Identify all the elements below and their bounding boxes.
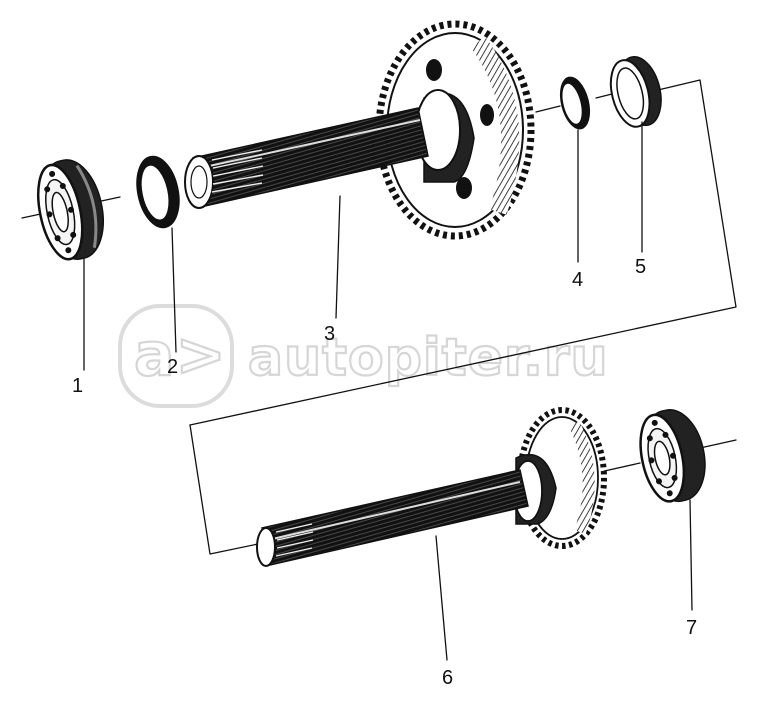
part-2-spacer-ring	[136, 155, 180, 229]
watermark-text: autopiter.ru	[248, 328, 609, 388]
watermark: a> autopiter.ru	[118, 304, 609, 408]
watermark-logo-glyph: a>	[134, 320, 227, 390]
callout-6: 6	[442, 667, 453, 689]
callout-5: 5	[635, 256, 646, 278]
callout-3: 3	[324, 323, 335, 345]
callout-1: 1	[72, 375, 83, 397]
part-7-ball-bearing	[639, 409, 706, 503]
callout-4: 4	[572, 269, 583, 291]
callouts: 1 2 3 4 5 6 7	[72, 256, 697, 689]
assembly-frame-lines	[21, 79, 737, 555]
part-4-spacer-ring	[559, 76, 591, 130]
watermark-logo-badge	[118, 304, 234, 408]
part-6-shaft-with-gear	[256, 407, 607, 567]
part-5-ring	[609, 55, 662, 128]
part-1-ball-bearing	[37, 159, 104, 261]
leader-lines	[83, 121, 693, 661]
part-3-shaft-with-gear	[184, 20, 535, 240]
callout-7: 7	[686, 617, 697, 639]
callout-2: 2	[167, 356, 178, 378]
